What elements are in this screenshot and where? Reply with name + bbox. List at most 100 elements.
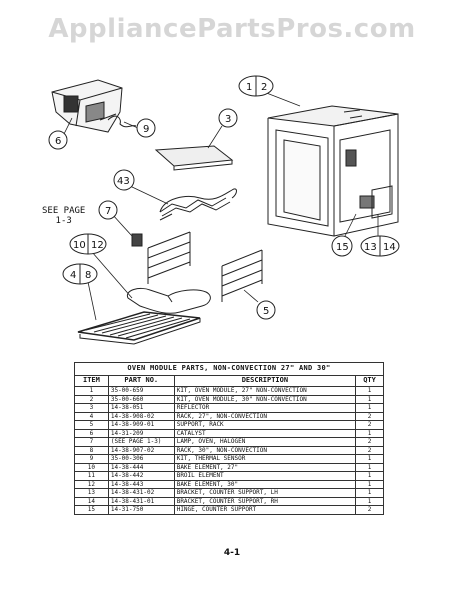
cell-qty: 1	[355, 488, 384, 498]
svg-text:10: 10	[73, 240, 86, 251]
svg-text:4: 4	[70, 270, 76, 281]
rack-support-left	[147, 231, 191, 284]
cell-part: 14-38-443	[107, 479, 175, 489]
cell-desc: KIT, OVEN MODULE, 30" NON-CONVECTION	[173, 394, 357, 404]
cell-qty: 2	[355, 445, 384, 455]
cell-desc: BAKE ELEMENT, 27"	[173, 462, 357, 472]
cell-desc: BRACKET, COUNTER SUPPORT, RH	[173, 496, 357, 506]
svg-text:9: 9	[143, 124, 149, 135]
svg-text:2: 2	[261, 82, 267, 93]
cell-item: 8	[74, 445, 109, 455]
cell-part: 14-38-907-02	[107, 445, 175, 455]
header-description: DESCRIPTION	[173, 375, 357, 387]
see-page-line2: 1-3	[55, 216, 72, 226]
svg-text:8: 8	[85, 270, 91, 281]
halogen-lamp	[131, 233, 143, 247]
cell-desc: BROIL ELEMENT	[173, 471, 357, 481]
cell-desc: HINGE, COUNTER SUPPORT	[173, 505, 357, 515]
header-part-no: PART NO.	[107, 375, 175, 387]
watermark-logo: AppliancePartsPros.com	[48, 14, 416, 44]
cell-part: (SEE PAGE 1-3)	[107, 437, 175, 447]
callout-1-2: 1 2	[238, 75, 274, 97]
cell-part: 14-38-909-01	[107, 420, 175, 430]
callout-15: 15	[331, 235, 353, 257]
svg-text:15: 15	[336, 242, 349, 253]
callout-5: 5	[256, 300, 276, 320]
cell-part: 14-38-431-02	[107, 488, 175, 498]
table-title-row: OVEN MODULE PARTS, NON-CONVECTION 27" AN…	[74, 362, 384, 376]
cell-item: 6	[74, 428, 109, 438]
cell-part: 35-00-659	[107, 386, 175, 396]
bake-element	[126, 287, 211, 314]
callout-43: 43	[113, 169, 135, 191]
cell-item: 9	[74, 454, 109, 464]
cell-qty: 2	[355, 505, 384, 515]
callout-7: 7	[98, 200, 118, 220]
cell-item: 1	[74, 386, 109, 396]
cell-desc: SUPPORT, RACK	[173, 420, 357, 430]
cell-part: 14-31-209	[107, 428, 175, 438]
cell-qty: 1	[355, 454, 384, 464]
cell-qty: 1	[355, 386, 384, 396]
cell-item: 2	[74, 394, 109, 404]
leader-lines	[63, 91, 379, 321]
cell-desc: REFLECTOR	[173, 403, 357, 413]
cell-item: 14	[74, 496, 109, 506]
cell-item: 3	[74, 403, 109, 413]
cell-item: 7	[74, 437, 109, 447]
callout-10-12: 10 12	[69, 233, 107, 255]
svg-text:13: 13	[364, 242, 377, 253]
cell-qty: 2	[355, 420, 384, 430]
cell-part: 14-31-750	[107, 505, 175, 515]
cell-qty: 1	[355, 496, 384, 506]
cell-desc: CATALYST	[173, 428, 357, 438]
svg-text:12: 12	[91, 240, 104, 251]
cell-qty: 1	[355, 403, 384, 413]
cell-desc: BAKE ELEMENT, 30"	[173, 479, 357, 489]
see-page-line1: SEE PAGE	[42, 206, 86, 216]
cell-desc: KIT, THERMAL SENSOR	[173, 454, 357, 464]
table-header-row: ITEM PART NO. DESCRIPTION QTY	[74, 375, 384, 387]
svg-text:6: 6	[55, 136, 61, 147]
cell-desc: LAMP, OVEN, HALOGEN	[173, 437, 357, 447]
callout-9: 9	[136, 118, 156, 138]
cell-desc: RACK, 30", NON-CONVECTION	[173, 445, 357, 455]
cell-qty: 1	[355, 462, 384, 472]
cell-qty: 1	[355, 479, 384, 489]
svg-text:43: 43	[117, 176, 130, 187]
svg-text:7: 7	[105, 206, 111, 217]
table-title: OVEN MODULE PARTS, NON-CONVECTION 27" AN…	[74, 362, 384, 376]
cell-item: 5	[74, 420, 109, 430]
cell-part: 14-38-908-02	[107, 411, 175, 421]
cell-desc: RACK, 27", NON-CONVECTION	[173, 411, 357, 421]
callout-6: 6	[48, 130, 68, 150]
callout-3: 3	[218, 108, 238, 128]
callout-4-8: 4 8	[62, 263, 98, 285]
cell-item: 15	[74, 505, 109, 515]
cell-qty: 2	[355, 411, 384, 421]
reflector-plate	[154, 145, 234, 171]
broil-element	[159, 188, 237, 221]
cell-qty: 1	[355, 394, 384, 404]
cell-desc: KIT, OVEN MODULE, 27" NON-CONVECTION	[173, 386, 357, 396]
svg-text:3: 3	[225, 114, 231, 125]
cell-part: 14-38-442	[107, 471, 175, 481]
oven-rack	[77, 311, 201, 345]
cell-qty: 2	[355, 437, 384, 447]
catalyst-assembly	[51, 79, 123, 133]
cell-part: 35-00-306	[107, 454, 175, 464]
cell-part: 14-38-444	[107, 462, 175, 472]
cell-item: 11	[74, 471, 109, 481]
